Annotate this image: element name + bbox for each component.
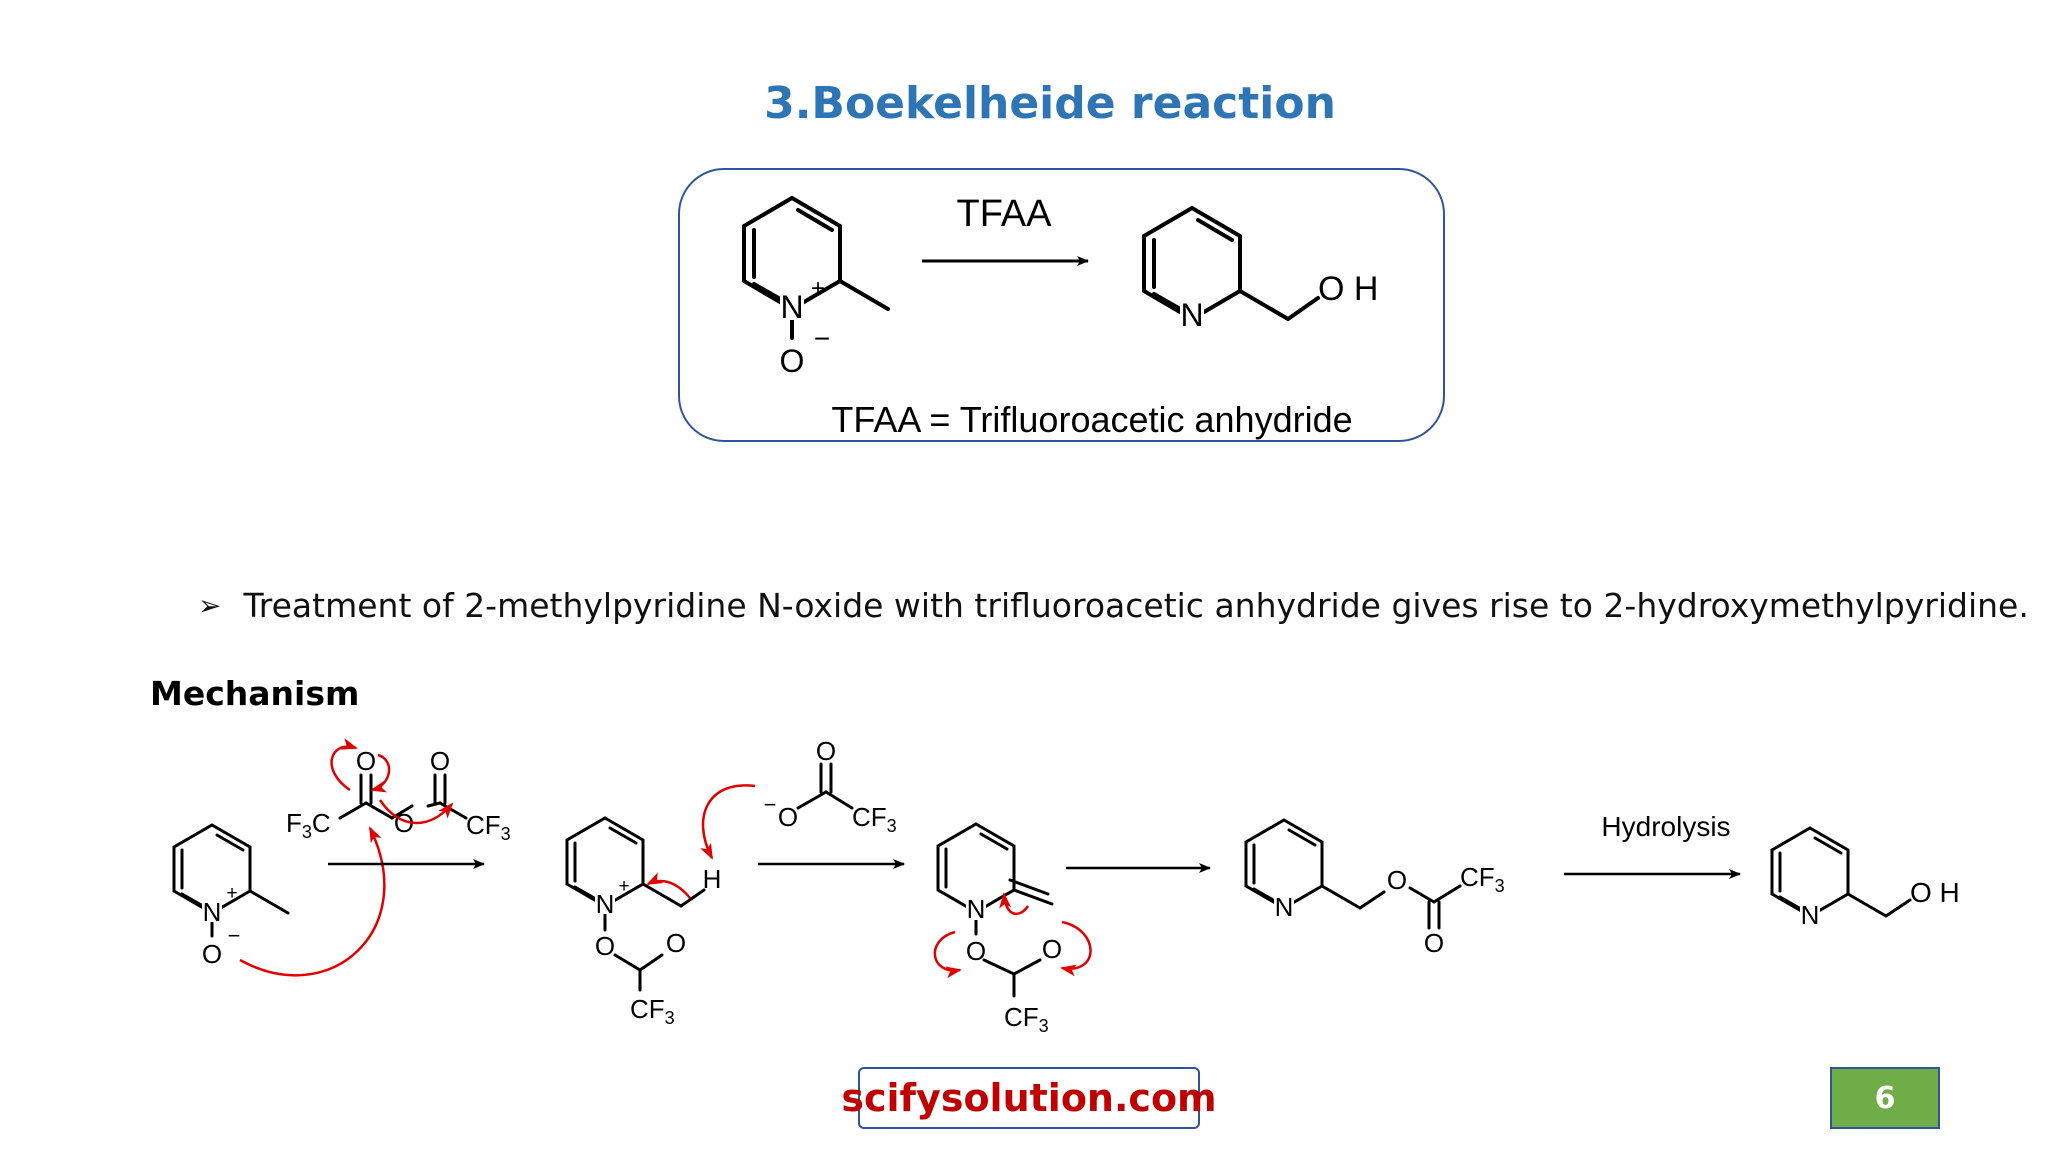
mech-3-o-label: O [966, 936, 986, 966]
mech-2-electron-arrows [646, 784, 756, 899]
tfaa-definition: TFAA = Trifluoroacetic anhydride [831, 399, 1352, 440]
carbonyl-return-arrow [1060, 920, 1092, 977]
mech-tfaa-o-1: O [356, 746, 376, 776]
top-reactant-plus-charge: + [811, 275, 825, 302]
mech-1-minus: − [228, 923, 241, 948]
mech-2-o-label: O [595, 931, 615, 961]
top-product-n-label: N [1180, 297, 1203, 333]
mech-acetate-minus: − [764, 792, 777, 817]
hydrolysis-label: Hydrolysis [1601, 811, 1730, 842]
mech-tfaa-f3c: F3C [286, 808, 331, 842]
mech-1-o-label: O [202, 939, 222, 969]
top-reactant-minus-charge: − [814, 323, 830, 354]
mech-5-oh-label: O H [1910, 877, 1960, 908]
mech-3-n-mask [966, 896, 986, 920]
mech-5-product [1770, 826, 1912, 918]
mech-2-n-label: N [596, 889, 615, 919]
mech-4-cf3: CF3 [1460, 862, 1505, 896]
mech-3-n-label: N [967, 894, 986, 924]
arrowhead-bullet-icon: ➢ [198, 589, 222, 622]
exocyclic-arrow [999, 892, 1030, 916]
mech-5-n-label: N [1801, 900, 1820, 930]
mech-trifluoroacetate [796, 762, 854, 810]
no-cleavage-arrow [933, 930, 962, 979]
mech-acetate-cf3: CF3 [852, 802, 897, 836]
mech-1-n-mask [202, 898, 222, 922]
reaction-summary-box [678, 168, 1445, 442]
top-reactant-n-mask [780, 290, 804, 320]
mech-2-acyloxypyridinium [565, 816, 706, 992]
top-reactant-o-label: O [780, 343, 805, 379]
page-number-badge: 6 [1830, 1067, 1940, 1129]
mech-1-n-label: N [203, 897, 222, 927]
top-reactant-2-methylpyridine-n-oxide [742, 195, 890, 340]
mech-5-n-mask [1800, 902, 1820, 926]
mech-acetate-carbonyl-o: O [816, 736, 836, 766]
site-watermark-badge: scifysolution.com [841, 1067, 1217, 1129]
mech-3-carbonyl-o: O [1042, 934, 1062, 964]
bullet-text: Treatment of 2-methylpyridine N-oxide wi… [243, 586, 2029, 625]
slide-title: 3.Boekelheide reaction [764, 78, 1336, 129]
top-product-n-mask [1180, 298, 1204, 330]
mech-acetate-o: O [778, 802, 798, 832]
mech-1-plus: + [226, 883, 237, 904]
mech-2-cf3: CF3 [630, 994, 675, 1028]
base-attack-arrow [700, 784, 756, 860]
carbonyl-down-arrow [370, 753, 391, 793]
mech-3-cf3: CF3 [1004, 1002, 1049, 1036]
mech-2-carbonyl-o: O [666, 928, 686, 958]
mech-3-electron-arrows [933, 892, 1092, 979]
mech-4-ester-o: O [1387, 865, 1407, 895]
leaving-arrow [378, 799, 454, 825]
mech-1-n-oxide [172, 823, 290, 938]
mech-1-electron-arrows [239, 738, 454, 977]
mech-2-h-label: H [703, 864, 722, 894]
mech-tfaa-bridge-o: O [394, 808, 414, 838]
mech-2-plus: + [618, 876, 629, 897]
mech-4-n-mask [1274, 894, 1294, 918]
top-product-oh-label: O H [1318, 270, 1378, 308]
attack-arrow [239, 826, 386, 977]
top-reactant-n-label: N [780, 289, 803, 325]
bullet-point: ➢ Treatment of 2-methylpyridine N-oxide … [198, 586, 2029, 625]
mech-tfaa-cf3: CF3 [466, 810, 511, 844]
top-reagent-label: TFAA [956, 193, 1052, 235]
ch-bond-arrow [646, 872, 691, 899]
mech-2-n-mask [595, 890, 615, 914]
mech-4-n-label: N [1275, 892, 1294, 922]
top-product-2-hydroxymethylpyridine [1142, 205, 1320, 322]
carbonyl-up-arrow [330, 738, 358, 792]
mechanism-heading: Mechanism [150, 674, 360, 713]
mech-tfaa-o-2: O [430, 746, 450, 776]
mech-4-carbonyl-o: O [1424, 928, 1444, 958]
